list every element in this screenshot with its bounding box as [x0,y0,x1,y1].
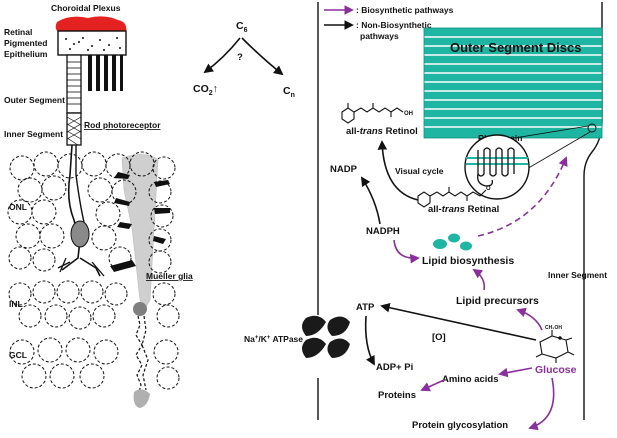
inner-segment-label-right: Inner Segment [548,270,607,280]
rpe-microvilli [88,55,123,91]
na-k-atpase-pump [302,315,350,358]
co2-label: CO2↑ [193,83,218,97]
retina-panel: Choroidal Plexus Retinal Pigmented Epith… [4,3,193,408]
gcl-label: GCL [9,350,27,360]
glia-endfoot [133,389,150,408]
amino-acids-label: Amino acids [442,374,499,385]
legend-nonbiosynthetic-label-2: pathways [360,31,399,41]
onl-label: ONL [9,202,27,212]
atp-label: ATP [356,302,375,313]
retinal-label: all-trans Retinal [428,204,499,215]
nadph-to-lipid-arrow [393,239,420,264]
precursors-to-lipid-arrow [472,268,486,291]
glucose-label: Glucose [535,364,577,376]
outer-segment-label: Outer Segment [4,95,65,105]
rpe-label-line3: Epithelium [4,49,48,59]
rod-nucleus [70,220,90,248]
cn-label: Cn [283,85,295,99]
protein-glycosylation-label: Protein glycosylation [412,420,508,431]
atp-to-adp-arrow [364,315,375,366]
c6-label: C6 [236,20,248,34]
visual-cycle-label: Visual cycle [395,166,444,176]
zoom-spot [587,123,597,133]
retinol-label: all-trans Retinol [346,126,418,137]
glucose-to-amino-arrow [498,367,533,378]
lipid-droplets [433,233,472,251]
lipid-to-discs-dashed-arrow [477,156,568,237]
adp-pi-label: ADP+ Pi [376,362,413,373]
oxidation-label: [O] [432,332,446,343]
onl-nuclei [7,151,176,274]
atpase-label: Na+/K+ ATPase [244,334,303,344]
carbon-fate-panel: C6 ? CO2↑ Cn [193,20,295,99]
legend-biosynthetic-label: : Biosynthetic pathways [356,5,454,15]
outer-segment-discs [423,27,603,139]
proteins-label: Proteins [378,390,416,401]
glucose-to-atp-arrow [380,302,537,341]
nadph-to-nadp-arrow [360,176,381,225]
svg-text:O: O [486,186,491,192]
visual-cycle-arrow [377,140,419,201]
rpe-label-line1: Retinal [4,27,32,37]
glucose-to-precursors-arrow [516,307,543,331]
carbon-question-mark: ? [237,52,243,63]
glucose-oh-label: CH₂OH [545,325,562,331]
rhodopsin-zoom-circle [464,134,530,200]
inl-nuclei [8,280,180,330]
rpe-layer [57,30,127,56]
inl-label: INL [9,299,23,309]
lipid-precursors-label: Lipid precursors [456,295,539,307]
glucose-molecule [535,330,575,363]
rpe-dots [65,37,121,51]
legend-nonbiosynthetic-label-1: : Non-Biosynthetic [356,20,432,30]
amino-to-proteins-arrow [420,379,445,392]
nadp-label: NADP [330,164,358,175]
rod-photoreceptor-label: Rod photoreceptor [84,120,161,130]
mueller-glia-nucleus [133,302,147,316]
inner-segment-label-left: Inner Segment [4,129,63,139]
rhodopsin-helices [477,147,515,187]
carbon-to-cn-arrow [241,37,284,76]
choroidal-plexus-label: Choroidal Plexus [51,3,121,13]
outer-segment-discs-label: Outer Segment Discs [450,40,582,55]
carbon-to-co2-arrow [203,37,241,74]
rpe-label-line2: Pigmented [4,38,47,48]
gcl-nuclei [9,337,180,390]
nadph-label: NADPH [366,226,400,237]
choroidal-plexus-shape [55,16,127,32]
lipid-biosynthesis-label: Lipid biosynthesis [422,255,514,267]
metabolism-panel: : Biosynthetic pathways : Non-Biosynthet… [244,2,607,431]
svg-text:OH: OH [404,111,413,117]
retinol-molecule [341,103,404,124]
glucose-to-glycosylation-arrow [528,377,555,431]
mueller-glia-label: Mueller glia [146,271,193,281]
retinal-molecule [417,187,487,208]
